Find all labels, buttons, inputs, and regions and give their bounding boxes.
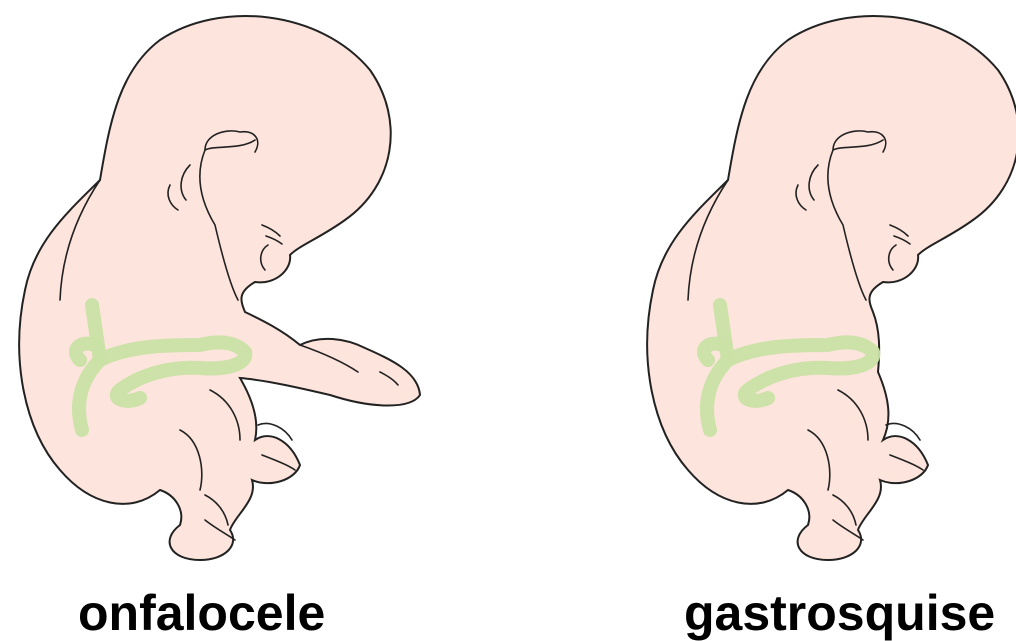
- fetus-figure-omphalocele: onfalocele: [0, 0, 508, 640]
- caption-omphalocele: onfalocele: [78, 588, 325, 638]
- fetus-gastroschisis-illustration: [508, 0, 1016, 580]
- caption-gastroschisis: gastrosquise: [684, 588, 995, 638]
- fetus-figure-gastroschisis: gastrosquise: [508, 0, 1016, 640]
- fetus-omphalocele-illustration: [0, 0, 508, 580]
- fetus-body: [19, 16, 420, 560]
- fetus-body: [647, 16, 1016, 560]
